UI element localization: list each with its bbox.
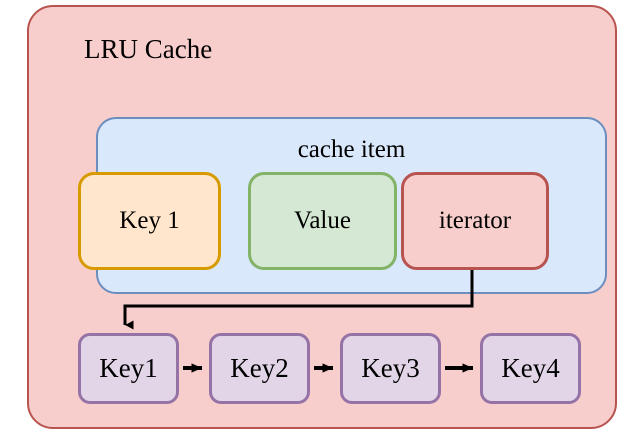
- key-list-node-key1: Key1: [78, 333, 179, 404]
- lru-cache-title: LRU Cache: [84, 34, 213, 64]
- cache-item-title: cache item: [297, 136, 406, 163]
- cache-item-field-value: Value: [248, 172, 397, 270]
- key-list-node-key4: Key4: [480, 333, 581, 404]
- key-list-node-key3: Key3: [340, 333, 441, 404]
- key-list-node-key2: Key2: [209, 333, 310, 404]
- cache-item-field-key: Key 1: [78, 172, 221, 270]
- cache-item-field-iterator: iterator: [401, 172, 549, 270]
